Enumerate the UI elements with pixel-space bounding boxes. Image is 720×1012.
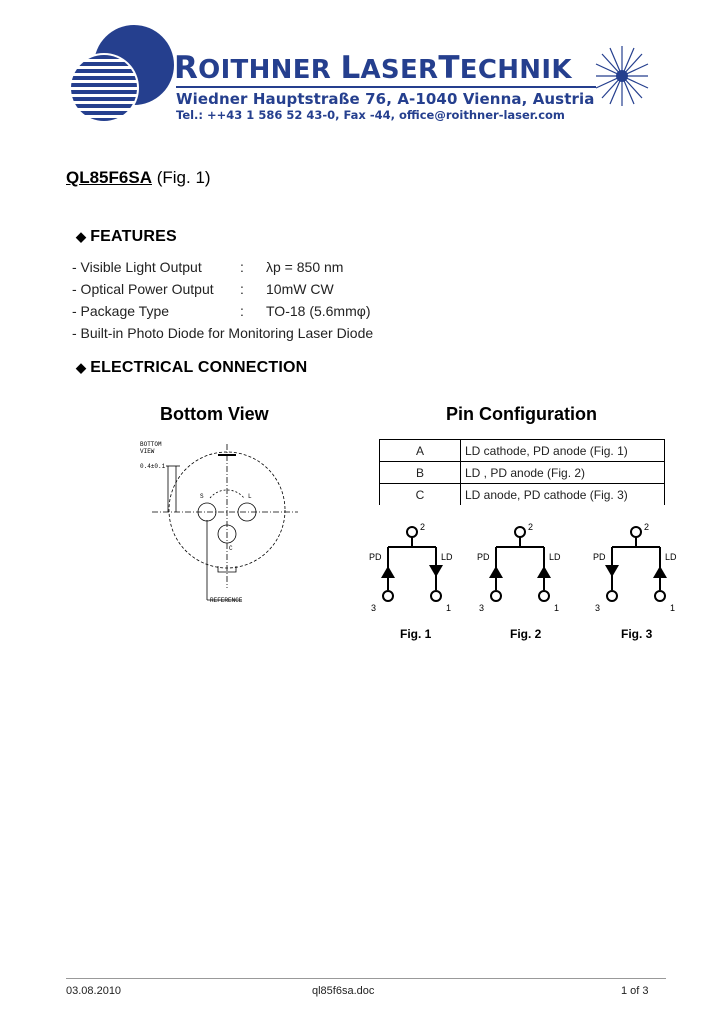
pd-label: PD xyxy=(593,552,606,562)
drawing-label-view2: VIEW xyxy=(140,448,155,455)
pin-desc: LD cathode, PD anode (Fig. 1) xyxy=(460,439,665,462)
pin-desc: LD , PD anode (Fig. 2) xyxy=(460,461,665,484)
pin-key: B xyxy=(379,461,461,484)
fig-3-caption: Fig. 3 xyxy=(621,627,653,641)
table-row: A LD cathode, PD anode (Fig. 1) xyxy=(379,439,665,462)
schematic-fig-2: 2 PD LD 3 1 xyxy=(477,522,561,613)
pin-key: C xyxy=(379,483,461,505)
schematic-fig-3: 2 PD LD 3 1 xyxy=(593,522,677,613)
drawing-label-pin-c: C xyxy=(229,545,233,552)
pin-label-3: 3 xyxy=(595,603,600,613)
bottom-view-title: Bottom View xyxy=(160,404,269,424)
pin-label-3: 3 xyxy=(479,603,484,613)
pin-config-title: Pin Configuration xyxy=(446,404,597,424)
features-heading: ◆FEATURES xyxy=(76,228,177,245)
footer-divider xyxy=(66,978,666,979)
pin-label-1: 1 xyxy=(670,603,675,613)
diamond-bullet-icon: ◆ xyxy=(76,229,87,244)
ld-label: LD xyxy=(549,552,561,562)
laser-starburst-icon xyxy=(595,46,649,106)
pin-label-2: 2 xyxy=(644,522,649,532)
pin-label-2: 2 xyxy=(420,522,425,532)
pin-label-2: 2 xyxy=(528,522,533,532)
company-name: ROITHNER LASERTECHNIK xyxy=(174,50,572,86)
feature-item: - Visible Light Output:λp = 850 nm xyxy=(72,259,344,275)
drawing-label-pin-s: S xyxy=(200,493,204,500)
fig-reference: (Fig. 1) xyxy=(156,168,211,187)
feature-item: - Built-in Photo Diode for Monitoring La… xyxy=(72,325,374,341)
pin-label-1: 1 xyxy=(554,603,559,613)
table-row: C LD anode, PD cathode (Fig. 3) xyxy=(379,483,665,505)
ld-label: LD xyxy=(665,552,677,562)
schematic-fig-1: 2 PD LD 3 1 xyxy=(369,522,453,613)
pin-config-table: A LD cathode, PD anode (Fig. 1) B LD , P… xyxy=(379,439,665,505)
logo-rule xyxy=(176,86,596,88)
feature-item: - Optical Power Output:10mW CW xyxy=(72,281,334,297)
pd-label: PD xyxy=(369,552,382,562)
part-number: QL85F6SA xyxy=(66,168,152,187)
drawing-label-pin-l: L xyxy=(248,493,252,500)
pin-label-1: 1 xyxy=(446,603,451,613)
footer-page: 1 of 3 xyxy=(621,985,649,997)
drawing-label-dim: 0.4±0.1 xyxy=(140,463,166,470)
roithner-logo-spheres xyxy=(69,25,174,123)
drawing-label-view: BOTTOM xyxy=(140,441,162,448)
fig-1-caption: Fig. 1 xyxy=(400,627,432,641)
table-row: B LD , PD anode (Fig. 2) xyxy=(379,461,665,484)
drawing-label-ref: REFERENCE xyxy=(210,597,243,604)
pin-key: A xyxy=(379,439,461,462)
company-address: Wiedner Hauptstraße 76, A-1040 Vienna, A… xyxy=(176,90,595,108)
pd-label: PD xyxy=(477,552,490,562)
bottom-view-drawing: BOTTOM VIEW 0.4±0.1 S L C REFERENCE xyxy=(140,441,298,604)
footer-filename: ql85f6sa.doc xyxy=(312,985,375,997)
pin-desc: LD anode, PD cathode (Fig. 3) xyxy=(460,483,665,505)
ld-label: LD xyxy=(441,552,453,562)
model-title: QL85F6SA (Fig. 1) xyxy=(66,168,211,188)
electrical-heading: ◆ELECTRICAL CONNECTION xyxy=(76,359,308,376)
footer-date: 03.08.2010 xyxy=(66,985,122,997)
pin-label-3: 3 xyxy=(371,603,376,613)
feature-item: - Package Type:TO-18 (5.6mmφ) xyxy=(72,303,371,319)
fig-2-caption: Fig. 2 xyxy=(510,627,542,641)
company-contact: Tel.: ++43 1 586 52 43-0, Fax -44, offic… xyxy=(176,108,565,122)
diamond-bullet-icon: ◆ xyxy=(76,360,87,375)
